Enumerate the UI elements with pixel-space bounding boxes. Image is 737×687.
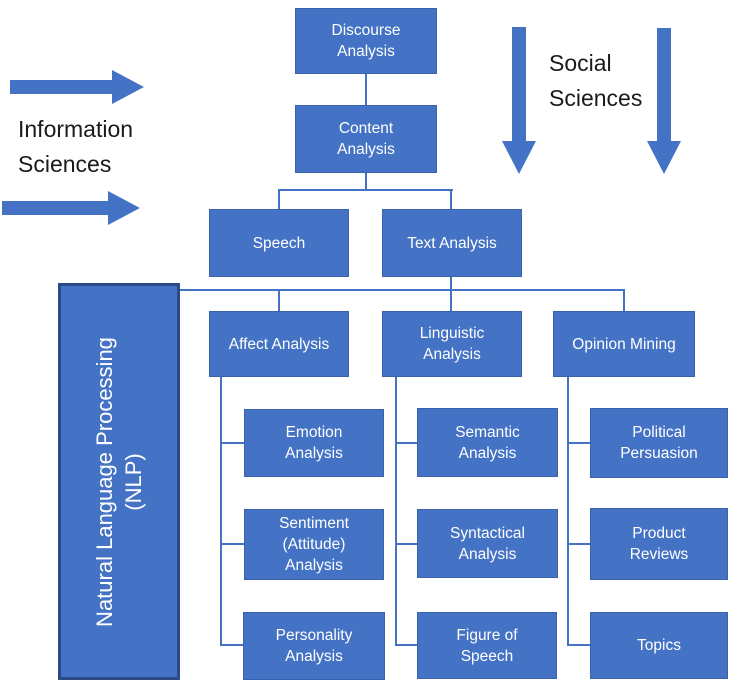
node-figure-of-speech: Figure of Speech	[417, 612, 557, 679]
node-content-analysis: Content Analysis	[295, 105, 437, 173]
node-discourse-analysis: Discourse Analysis	[295, 8, 437, 74]
social-sciences-label: Social Sciences	[549, 50, 643, 111]
connector-line	[567, 543, 590, 545]
node-sentiment-analysis: Sentiment (Attitude) Analysis	[244, 509, 384, 580]
right-arrow-icon	[108, 191, 140, 225]
connector-line	[395, 644, 417, 646]
node-product-reviews: Product Reviews	[590, 508, 728, 580]
node-syntactical-analysis: Syntactical Analysis	[417, 509, 558, 578]
connector-line	[179, 289, 625, 291]
node-speech: Speech	[209, 209, 349, 277]
connector-line	[278, 289, 280, 311]
connector-line	[220, 377, 222, 646]
connector-line	[220, 543, 244, 545]
right-arrow-icon	[112, 70, 144, 104]
connector-line	[365, 74, 367, 105]
right-arrow-icon	[10, 80, 112, 94]
connector-line	[220, 644, 244, 646]
connector-line	[365, 173, 367, 190]
connector-line	[567, 377, 569, 646]
node-affect-analysis: Affect Analysis	[209, 311, 349, 377]
nlp-band: Natural Language Processing (NLP)	[58, 283, 180, 680]
information-sciences-label: Information Sciences	[18, 116, 134, 177]
nlp-band-label: Natural Language Processing (NLP)	[92, 336, 146, 627]
node-topics: Topics	[590, 612, 728, 679]
connector-line	[220, 442, 244, 444]
connector-line	[623, 289, 625, 311]
connector-line	[278, 189, 280, 209]
down-arrow-icon	[657, 28, 671, 141]
down-arrow-icon	[512, 27, 526, 141]
right-arrow-icon	[2, 201, 108, 215]
down-arrow-icon	[502, 141, 536, 174]
connector-line	[567, 442, 590, 444]
node-personality-analysis: Personality Analysis	[243, 612, 385, 680]
node-emotion-analysis: Emotion Analysis	[244, 409, 384, 477]
connector-line	[395, 377, 397, 646]
connector-line	[395, 442, 417, 444]
node-semantic-analysis: Semantic Analysis	[417, 408, 558, 477]
connector-line	[567, 644, 590, 646]
node-linguistic-analysis: Linguistic Analysis	[382, 311, 522, 377]
connector-line	[450, 289, 452, 311]
node-text-analysis: Text Analysis	[382, 209, 522, 277]
connector-line	[450, 277, 452, 290]
node-opinion-mining: Opinion Mining	[553, 311, 695, 377]
connector-line	[278, 189, 453, 191]
connector-line	[395, 543, 417, 545]
node-political-persuasion: Political Persuasion	[590, 408, 728, 478]
connector-line	[450, 189, 452, 209]
down-arrow-icon	[647, 141, 681, 174]
